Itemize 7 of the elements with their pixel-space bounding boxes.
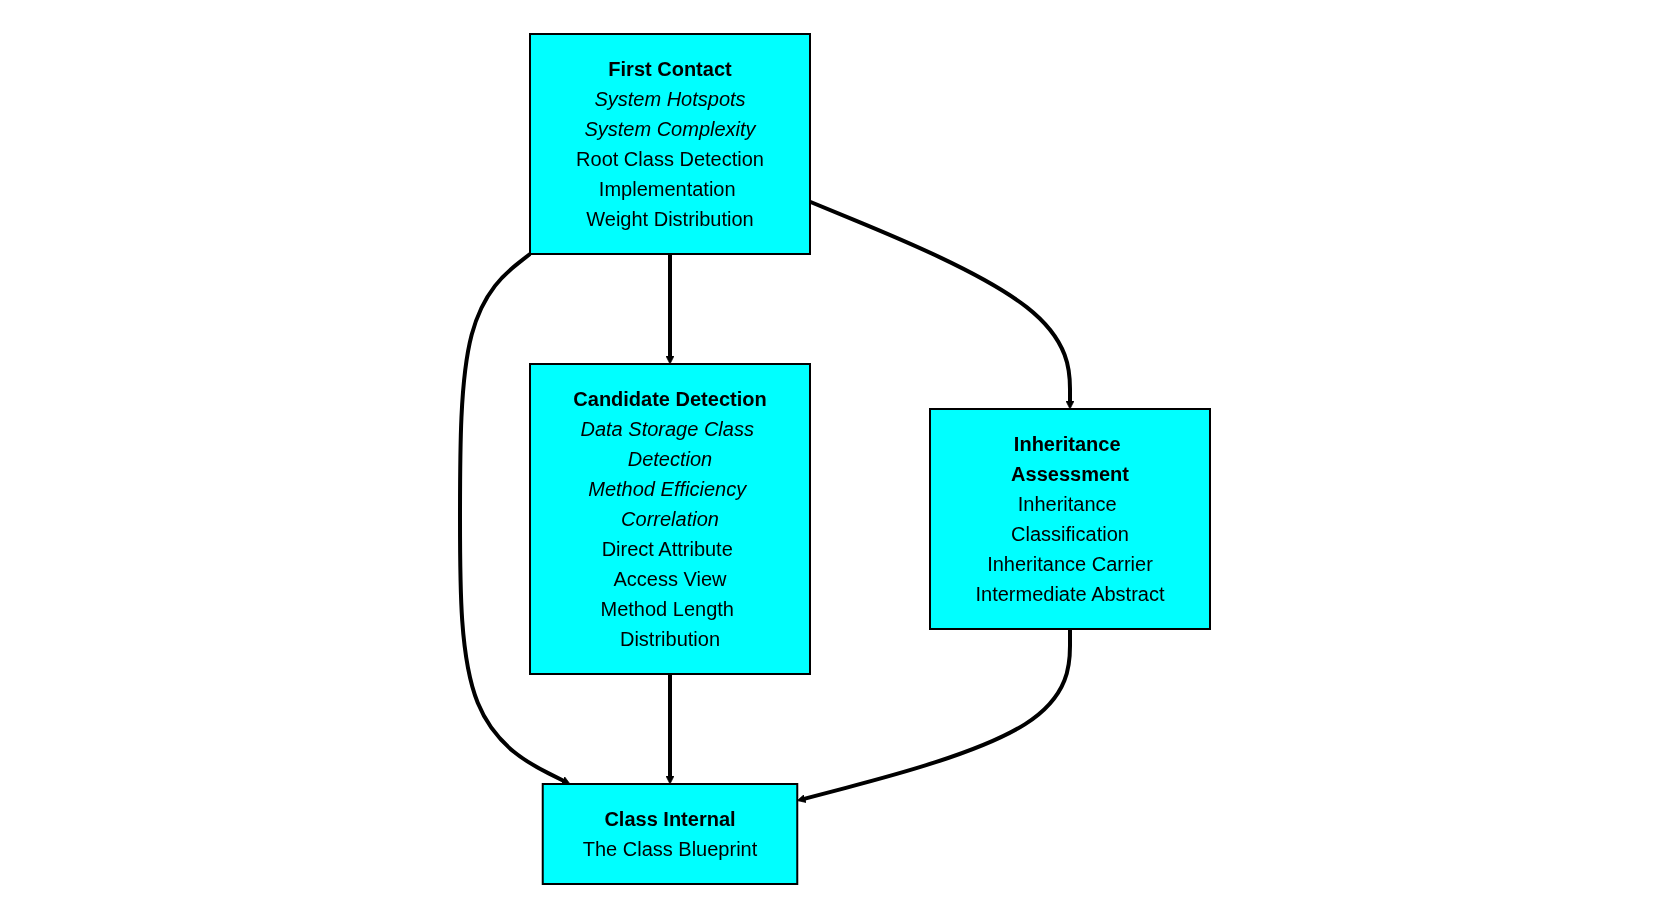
node-box: Inheritance Assessment Inheritance Classification Inheritance Carrier Intermediate Abstract bbox=[929, 408, 1211, 630]
arrow bbox=[665, 254, 675, 365]
node-box: First Contact System Hotspots System Complexity Root Class Detection Implementation Weight Distribution bbox=[529, 33, 811, 255]
node-box: Class Internal The Class Blueprint bbox=[541, 783, 799, 885]
arrow bbox=[665, 674, 675, 785]
node-box: Candidate Detection Data Storage Class Detection Method Efficiency Correlation Direct Attribute Access View Method Length Distribution bbox=[529, 363, 811, 675]
arrow bbox=[458, 252, 571, 785]
